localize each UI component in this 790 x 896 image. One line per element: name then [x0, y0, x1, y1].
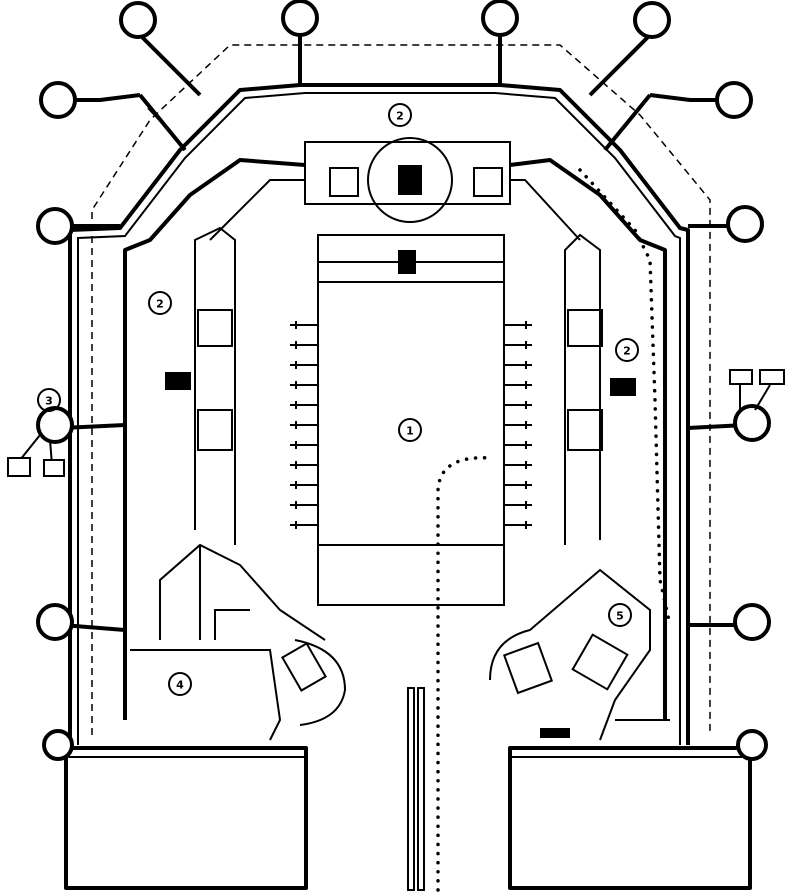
- dotted-route-right: [578, 168, 672, 627]
- central-area-stalls: [290, 321, 532, 529]
- label-wing-left: 4: [168, 672, 192, 696]
- label-concourse-right: 2: [615, 338, 639, 362]
- stall-right: [504, 341, 532, 349]
- label-central-area: 1: [398, 418, 422, 442]
- stall-right: [504, 441, 532, 449]
- stall-right: [504, 381, 532, 389]
- bottom-blocks: [64, 746, 752, 890]
- stall-right: [504, 421, 532, 429]
- left-wing-building: [130, 543, 347, 741]
- svg-text:2: 2: [396, 110, 404, 123]
- svg-text:2: 2: [623, 345, 631, 358]
- stall-left: [290, 421, 318, 429]
- side-rooms: [165, 309, 636, 451]
- label-wing-right: 5: [608, 603, 632, 627]
- outer-walls: [68, 83, 690, 745]
- stall-left: [290, 401, 318, 409]
- svg-text:4: 4: [176, 679, 184, 692]
- stall-right: [504, 461, 532, 469]
- stall-right: [504, 401, 532, 409]
- label-concourse-top: 2: [388, 103, 412, 127]
- stall-left: [290, 381, 318, 389]
- stall-left: [290, 481, 318, 489]
- stall-left: [290, 361, 318, 369]
- stall-right: [504, 481, 532, 489]
- right-wing-building: [489, 568, 670, 741]
- svg-text:1: 1: [406, 425, 414, 438]
- stall-left: [290, 341, 318, 349]
- stall-left: [290, 321, 318, 329]
- inner-concourse: [123, 158, 667, 720]
- svg-text:2: 2: [156, 298, 164, 311]
- svg-text:3: 3: [45, 395, 53, 408]
- dashed-circulation-route: [91, 44, 711, 735]
- label-pier-left: 3: [37, 388, 61, 412]
- gate-pods: [7, 0, 785, 761]
- stall-left: [290, 461, 318, 469]
- dotted-route-entry: [436, 456, 492, 892]
- stall-right: [504, 521, 532, 529]
- stall-right: [504, 501, 532, 509]
- label-concourse-left: 2: [148, 291, 172, 315]
- stall-left: [290, 441, 318, 449]
- entrance-posts: [407, 687, 425, 891]
- stall-left: [290, 521, 318, 529]
- stall-right: [504, 361, 532, 369]
- stall-left: [290, 501, 318, 509]
- stall-right: [504, 321, 532, 329]
- top-gate-building: [304, 137, 511, 223]
- svg-text:5: 5: [616, 610, 624, 623]
- central-area: [317, 234, 505, 606]
